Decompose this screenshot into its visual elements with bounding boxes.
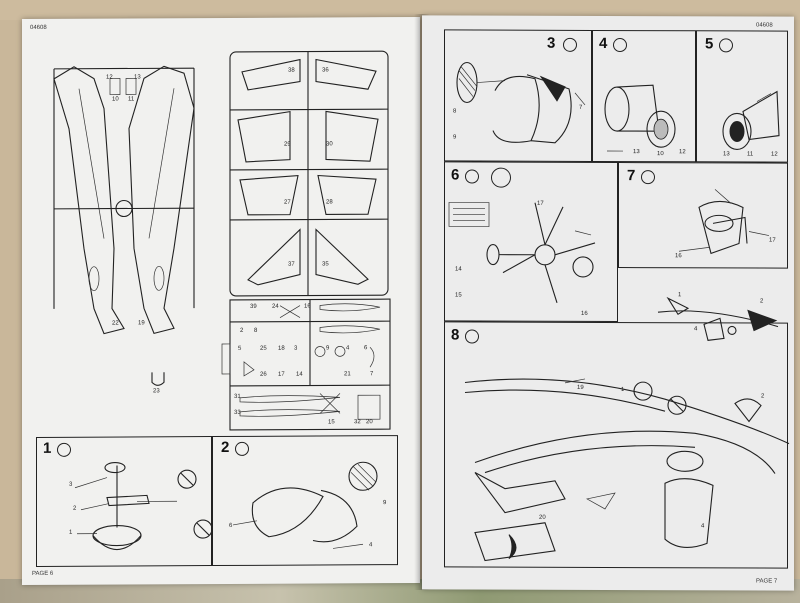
step-8-inset: 1 2 4 — [648, 268, 788, 348]
right-page-code: 04608 — [756, 22, 773, 29]
right-page-footer: PAGE 7 — [756, 578, 778, 585]
part-label: 19 — [138, 320, 145, 327]
left-page-footer: PAGE 6 — [32, 570, 54, 577]
step-4-panel: 4 13 10 12 — [592, 29, 696, 163]
step-8-panel: 8 19 1 2 4 20 — [444, 321, 790, 569]
background-top — [0, 0, 800, 20]
small-parts-sprue: 39 24 16 2 8 5 25 18 3 9 4 6 26 17 14 21… — [220, 297, 396, 434]
step-2-panel: 2 6 9 4 — [212, 435, 398, 567]
part-label: 12 — [106, 74, 113, 81]
part-label: 10 — [112, 96, 119, 103]
step-5-panel: 5 13 11 12 — [696, 30, 788, 163]
step-6-panel: 6 17 14 15 16 — [444, 161, 618, 323]
fuselage-sprue: 12 13 10 11 22 19 — [34, 48, 218, 349]
step-7-panel: 7 16 17 — [618, 162, 788, 269]
left-page-code: 04608 — [30, 24, 47, 32]
part-label: 11 — [128, 96, 135, 103]
part-label: 13 — [134, 74, 141, 81]
step-1-panel: 1 3 2 1 — [36, 436, 213, 567]
left-page: 04608 12 13 10 11 22 19 23 — [22, 16, 420, 586]
part-label: 22 — [112, 320, 119, 327]
wing-sprue: 38 36 29 30 27 28 37 35 — [228, 49, 390, 298]
right-page: 04608 3 8 9 7 4 13 10 12 5 — [422, 15, 794, 591]
step-3-panel: 3 8 9 7 — [444, 29, 592, 162]
part-23: 23 — [144, 368, 174, 398]
